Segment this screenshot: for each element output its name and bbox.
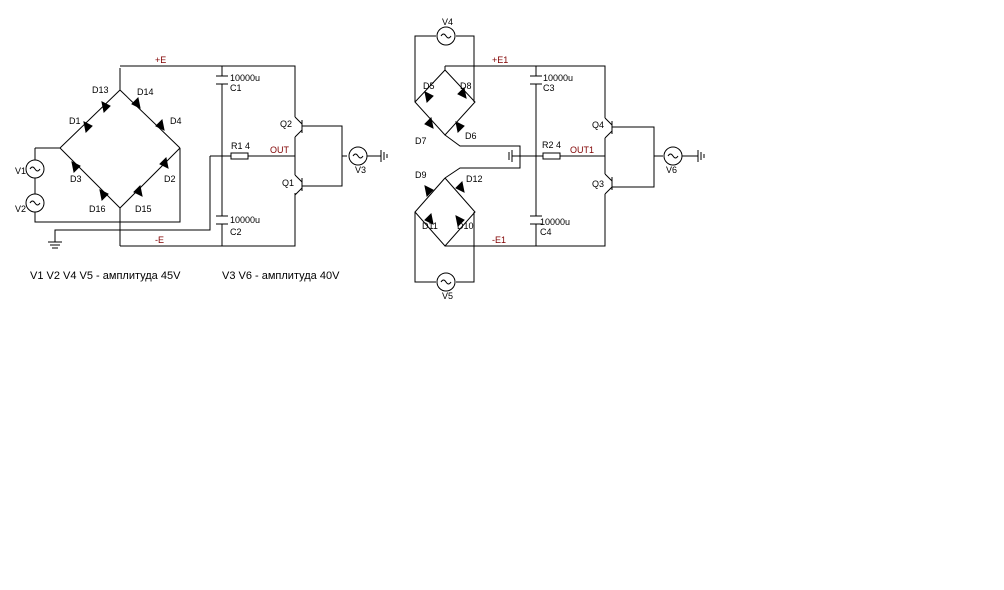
left-emitter-wires — [302, 125, 347, 187]
left-transistor-wires — [294, 116, 303, 196]
left-bridge-wires — [59, 68, 181, 246]
right-upper-bridge-wires — [414, 65, 606, 136]
right-v4-wave-icon — [440, 33, 452, 39]
right-v6-ground — [682, 150, 705, 162]
left-c1-label: C1 — [230, 83, 242, 93]
left-diode-d2 — [159, 156, 169, 169]
left-ground-wire — [54, 156, 211, 242]
right-d8-label: D8 — [460, 81, 472, 91]
left-diode-d13 — [101, 101, 111, 114]
right-circuit — [414, 26, 705, 292]
right-cap-plates — [530, 75, 542, 225]
left-r1-label: R1 4 — [231, 141, 250, 151]
left-c2-label: C2 — [230, 227, 242, 237]
right-diode-d11 — [424, 212, 434, 225]
left-diode-d4 — [155, 118, 165, 131]
left-out-label: OUT — [270, 145, 290, 155]
left-d1-label: D1 — [69, 116, 81, 126]
left-circuit — [25, 65, 388, 249]
right-c4-label: C4 — [540, 227, 552, 237]
right-q4-label: Q4 — [592, 120, 604, 130]
left-pos-rail — [120, 65, 296, 117]
right-d6-label: D6 — [465, 131, 477, 141]
left-ground-symbol — [48, 241, 62, 249]
right-diode-d9 — [424, 185, 434, 198]
right-diode-d12 — [455, 180, 465, 193]
right-r2-label: R2 4 — [542, 140, 561, 150]
left-d3-label: D3 — [70, 174, 82, 184]
left-q2-label: Q2 — [280, 119, 292, 129]
right-diode-d6 — [455, 121, 465, 134]
left-v3-ground — [367, 150, 388, 162]
left-d4-label: D4 — [170, 116, 182, 126]
left-cap-plates — [216, 75, 228, 225]
right-d9-label: D9 — [415, 170, 427, 180]
right-d5-label: D5 — [423, 81, 435, 91]
right-d12-label: D12 — [466, 174, 483, 184]
left-v3-wave-icon — [352, 153, 364, 159]
right-neg-rail-label: -E1 — [492, 235, 506, 245]
left-v2-wave-icon — [29, 200, 41, 206]
left-diode-d15 — [133, 184, 143, 197]
right-d10-label: D10 — [457, 221, 474, 231]
left-pos-rail-label: +E — [155, 55, 166, 65]
right-center-ground — [508, 150, 513, 162]
left-source-wires — [34, 147, 181, 223]
left-q1-label: Q1 — [282, 178, 294, 188]
right-r2-body — [542, 152, 561, 160]
left-d16-label: D16 — [89, 204, 106, 214]
right-v5-label: V5 — [442, 291, 453, 301]
left-r1-body — [230, 152, 249, 160]
left-neg-rail — [120, 193, 296, 247]
note-output-amplitude: V3 V6 - амплитуда 40V — [222, 270, 340, 282]
left-c2-value: 10000u — [230, 215, 260, 225]
right-c4-value: 10000u — [540, 217, 570, 227]
left-c1-value: 10000u — [230, 73, 260, 83]
right-lower-bridge-wires — [414, 177, 606, 247]
right-c3-value: 10000u — [543, 73, 573, 83]
right-out-label: OUT1 — [570, 145, 594, 155]
right-q3-label: Q3 — [592, 179, 604, 189]
right-diode-d8 — [457, 86, 467, 99]
right-v5-wave-icon — [440, 279, 452, 285]
right-v4-label: V4 — [442, 17, 453, 27]
note-source-amplitude: V1 V2 V4 V5 - амплитуда 45V — [30, 270, 181, 282]
right-v5-wires — [414, 212, 475, 283]
right-v4-wires — [414, 35, 475, 102]
right-v6-wave-icon — [667, 153, 679, 159]
left-v2-label: V2 — [15, 204, 26, 214]
left-diode-d3 — [71, 161, 81, 174]
right-center-wires — [444, 134, 536, 179]
left-d14-label: D14 — [137, 87, 154, 97]
right-diode-d7 — [424, 116, 434, 129]
right-transistor-wires — [604, 117, 613, 195]
right-pos-rail-label: +E1 — [492, 55, 508, 65]
left-v1-wave-icon — [29, 166, 41, 172]
left-diode-d16 — [99, 189, 109, 202]
right-v6-label: V6 — [666, 165, 677, 175]
left-diode-d14 — [131, 96, 141, 109]
right-c3-label: C3 — [543, 83, 555, 93]
left-v3-label: V3 — [355, 165, 366, 175]
right-d7-label: D7 — [415, 136, 427, 146]
left-d15-label: D15 — [135, 204, 152, 214]
left-diode-d1 — [83, 121, 93, 134]
left-d2-label: D2 — [164, 174, 176, 184]
right-diode-d10 — [455, 215, 465, 228]
right-d11-label: D11 — [422, 221, 438, 231]
left-v1-label: V1 — [15, 166, 26, 176]
right-diode-d5 — [424, 91, 434, 104]
left-neg-rail-label: -E — [155, 235, 164, 245]
right-emitter-wires — [612, 126, 663, 188]
left-d13-label: D13 — [92, 85, 109, 95]
